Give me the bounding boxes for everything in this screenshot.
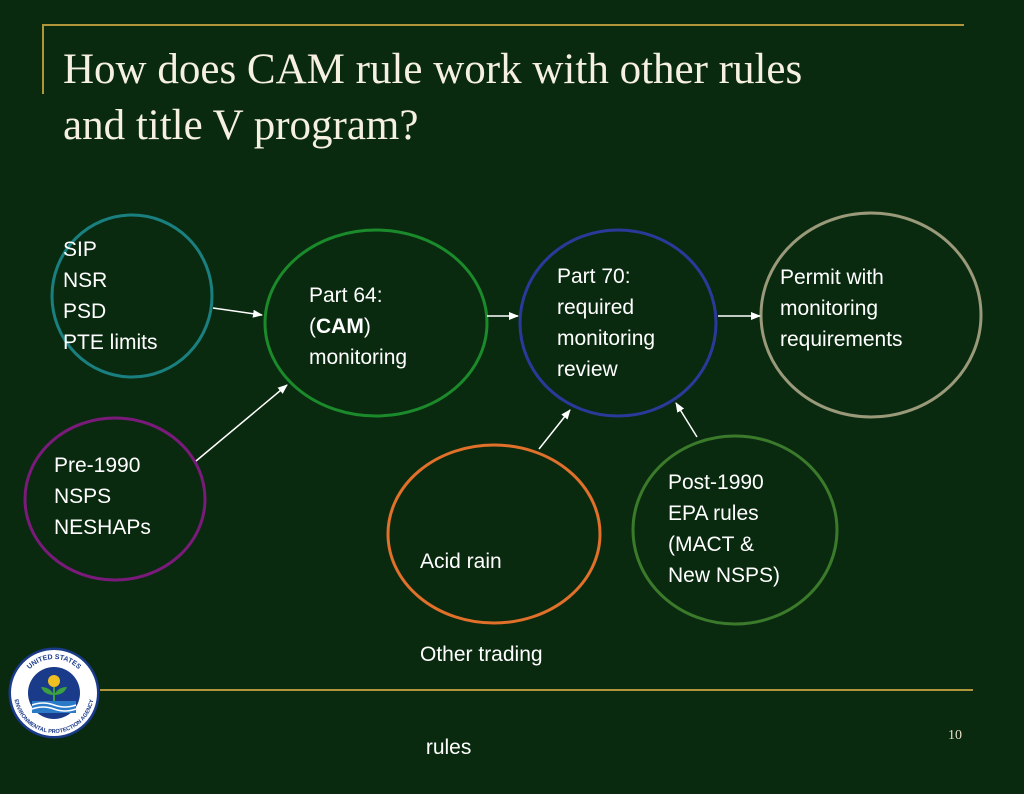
part70-line-3: monitoring bbox=[557, 327, 656, 350]
part64-line-1: Part 64: bbox=[309, 284, 383, 307]
permit-line-3: requirements bbox=[780, 328, 903, 351]
post1990-line-2: EPA rules bbox=[668, 502, 759, 525]
permit-circle bbox=[759, 211, 983, 419]
sip-line-1: SIP bbox=[63, 238, 97, 261]
acid-line-3: rules bbox=[420, 736, 472, 759]
part64-circle bbox=[263, 228, 489, 418]
title-line-2: and title V program? bbox=[63, 102, 419, 149]
part64-line-2: (CAM) bbox=[309, 311, 407, 342]
post1990-line-3: (MACT & bbox=[668, 533, 754, 556]
left-rule bbox=[42, 24, 44, 94]
sip-line-3: PSD bbox=[63, 300, 107, 323]
part64-node-text: Part 64: (CAM) monitoring bbox=[309, 280, 407, 373]
post1990-circle bbox=[631, 434, 839, 626]
arrow-post1990-to-part70 bbox=[675, 402, 698, 438]
pre1990-line-1: Pre-1990 bbox=[54, 454, 141, 477]
part70-line-1: Part 70: bbox=[557, 265, 631, 288]
part70-line-2: required bbox=[557, 296, 635, 319]
acid-line-2: Other trading bbox=[420, 643, 543, 666]
epa-seal-logo: UNITED STATES ENVIRONMENTAL PROTECTION A… bbox=[8, 647, 100, 739]
arrow-acid-to-part70 bbox=[538, 409, 571, 450]
sip-line-2: NSR bbox=[63, 269, 108, 292]
page-number: 10 bbox=[948, 728, 962, 743]
cam-label: CAM bbox=[316, 315, 364, 338]
part64-close-paren: ) bbox=[363, 315, 371, 338]
pre1990-node-text: Pre-1990 NSPS NESHAPs bbox=[54, 450, 151, 543]
part64-line-3: monitoring bbox=[309, 346, 408, 369]
post1990-line-1: Post-1990 bbox=[668, 471, 764, 494]
sip-node-text: SIP NSR PSD PTE limits bbox=[63, 234, 158, 358]
part70-circle bbox=[518, 228, 718, 418]
sip-line-4: PTE limits bbox=[63, 331, 158, 354]
title-line-1: How does CAM rule work with other rules bbox=[63, 46, 803, 93]
acid-line-1: Acid rain bbox=[420, 550, 502, 573]
pre1990-line-2: NSPS bbox=[54, 485, 112, 508]
arrow-pre1990-to-part64 bbox=[195, 384, 288, 462]
flow-diagram bbox=[23, 211, 983, 626]
post1990-node-text: Post-1990 EPA rules (MACT & New NSPS) bbox=[668, 467, 780, 591]
slide-title: How does CAM rule work with other rules … bbox=[63, 42, 963, 154]
post1990-line-4: New NSPS) bbox=[668, 564, 781, 587]
acid-circle bbox=[386, 443, 602, 625]
arrow-sip-to-part64 bbox=[212, 307, 263, 318]
pre1990-line-3: NESHAPs bbox=[54, 516, 151, 539]
permit-line-2: monitoring bbox=[780, 297, 879, 320]
pre1990-circle bbox=[23, 416, 207, 582]
acid-node-text: Acid rain Other trading rules bbox=[420, 484, 543, 794]
part64-open-paren: ( bbox=[309, 315, 316, 338]
part70-node-text: Part 70: required monitoring review bbox=[557, 261, 655, 385]
bottom-rule bbox=[100, 689, 973, 691]
permit-line-1: Permit with bbox=[780, 266, 884, 289]
part70-line-4: review bbox=[557, 358, 618, 381]
sip-circle bbox=[50, 213, 214, 379]
top-rule bbox=[42, 24, 964, 26]
permit-node-text: Permit with monitoring requirements bbox=[780, 262, 903, 355]
